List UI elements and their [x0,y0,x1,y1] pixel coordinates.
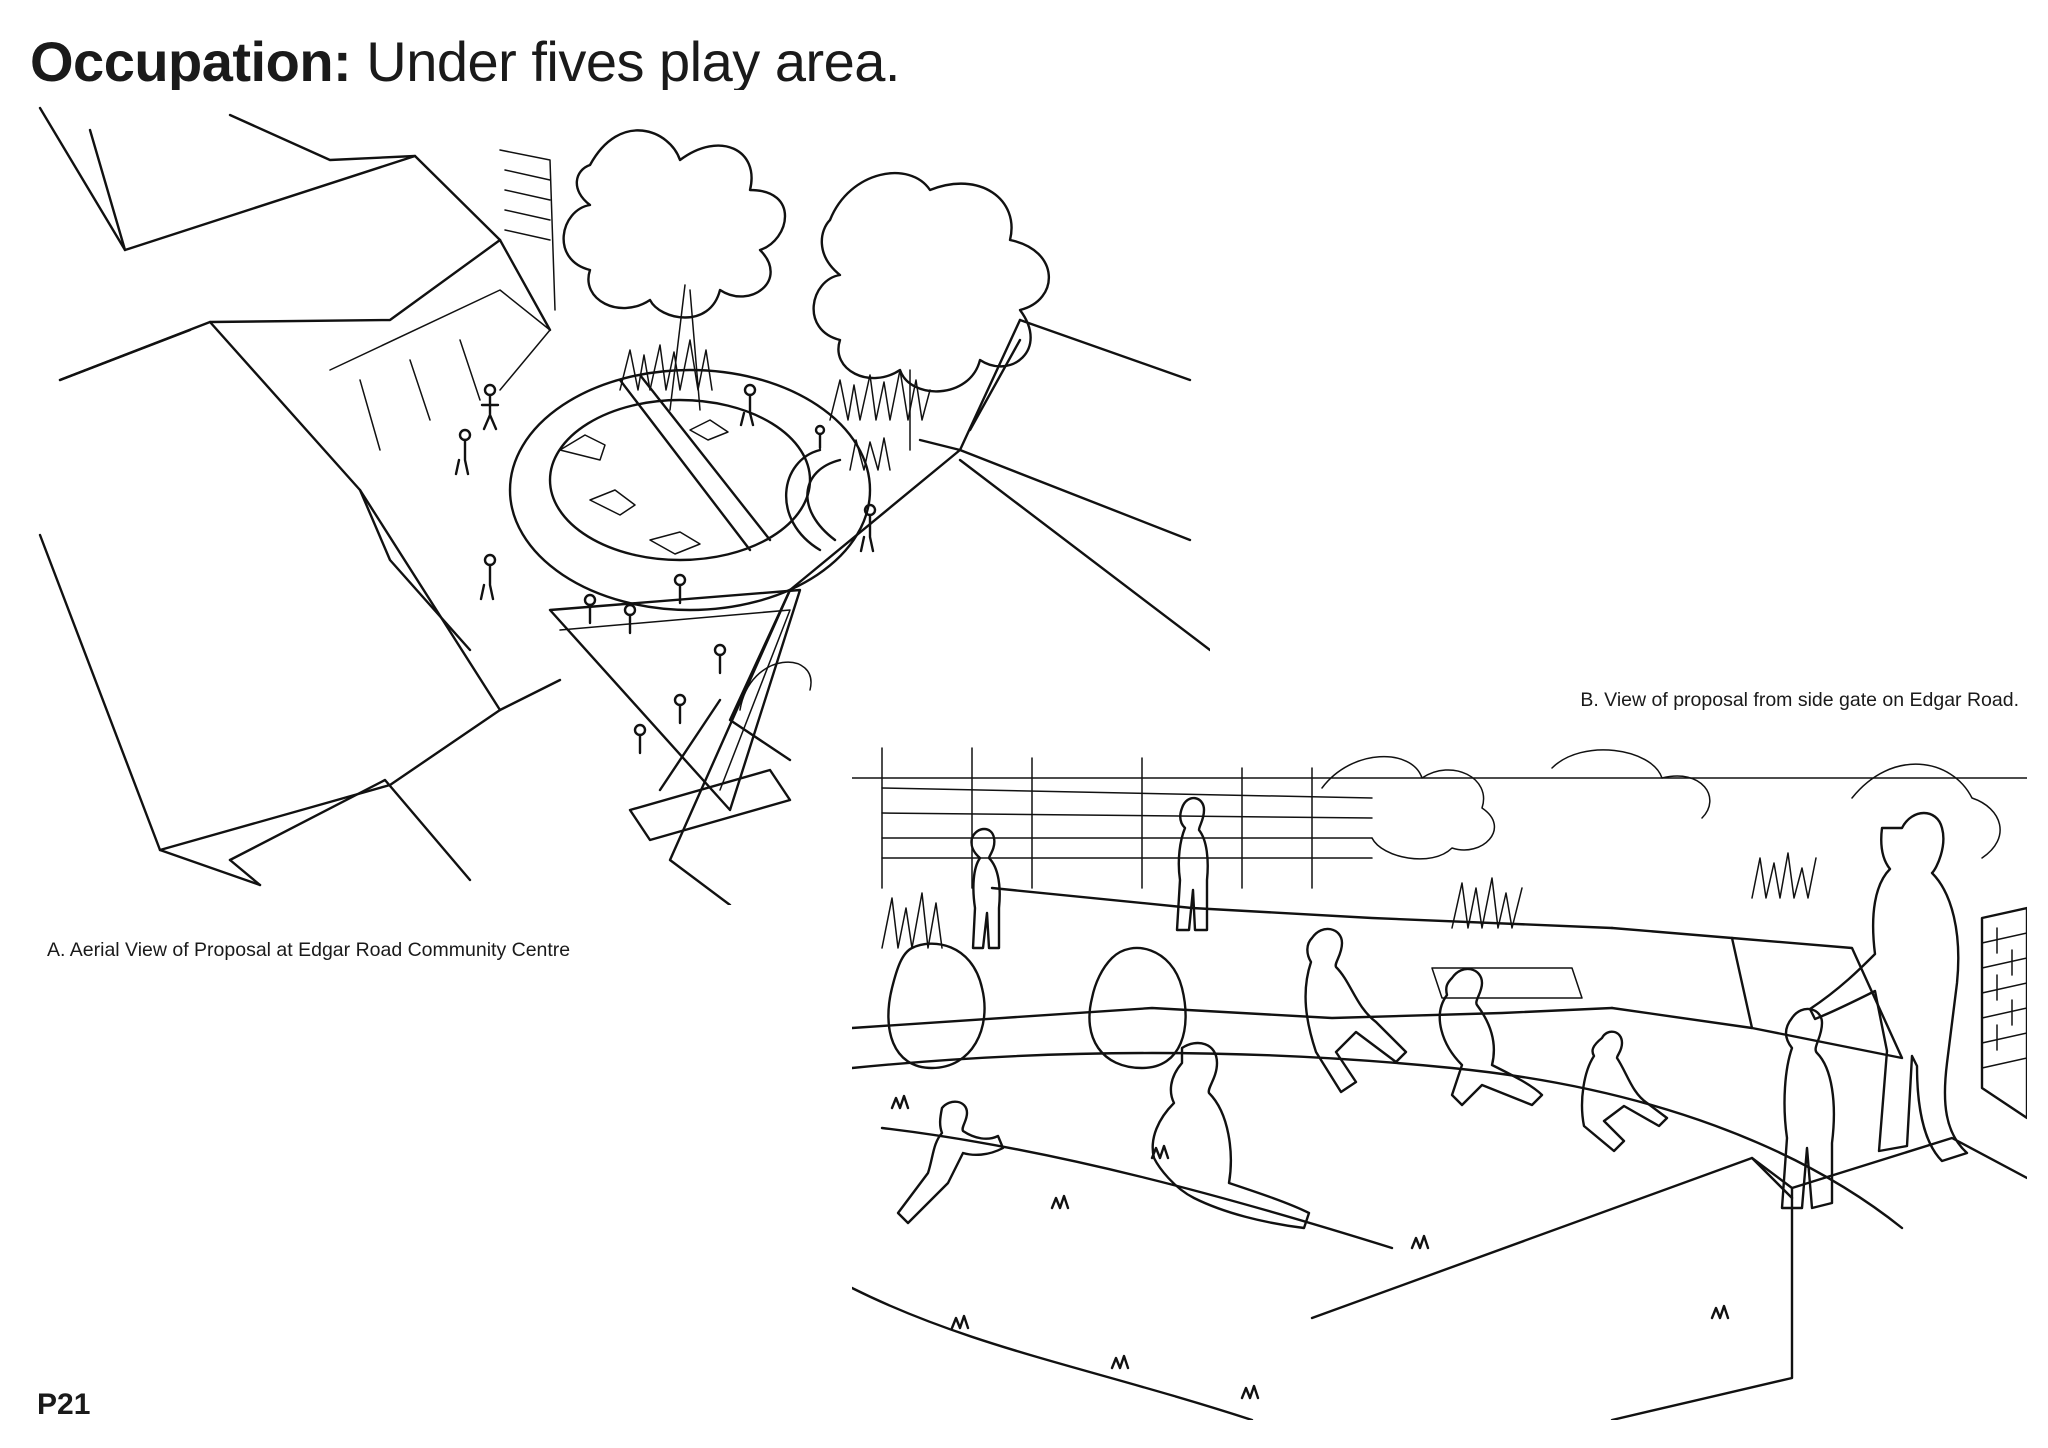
caption-aerial-view: A. Aerial View of Proposal at Edgar Road… [47,939,571,961]
side-gate-view-sketch [852,728,2027,1420]
aerial-view-drawing [38,106,1210,905]
side-gate-view-drawing [852,747,2027,1420]
page-title: Occupation: Under fives play area. [30,30,900,94]
page-number: P21 [37,1388,91,1421]
title-text: Under fives play area. [351,30,900,93]
caption-side-gate-view: B. View of proposal from side gate on Ed… [1580,689,2019,711]
title-label: Occupation: [30,30,352,93]
aerial-view-sketch [30,90,1210,905]
